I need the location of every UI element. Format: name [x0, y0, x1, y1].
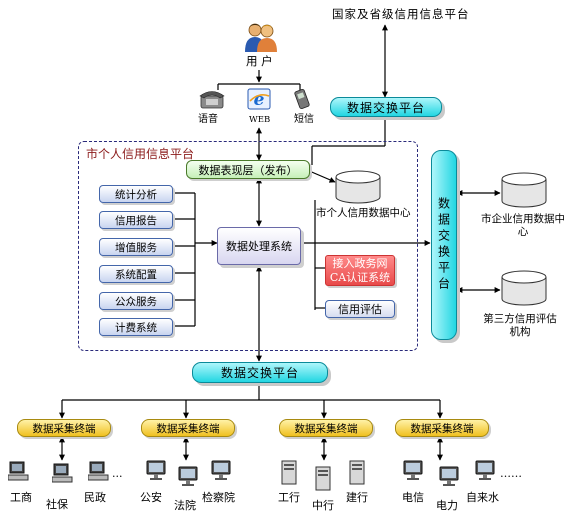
ca-auth-system: 接入政务网CA认证系统: [325, 255, 395, 286]
source-label-gongan: 公安: [140, 491, 162, 504]
presentation-layer: 数据表现层（发布）: [186, 160, 310, 179]
ca-auth-label: 接入政务网CA认证系统: [329, 257, 391, 284]
collection-terminal-3: 数据采集终端: [279, 419, 373, 437]
personal-credit-database-label: 市个人信用数据中心: [316, 207, 411, 219]
service-label: 公众服务: [115, 295, 157, 308]
mobile-icon: [294, 88, 310, 110]
source-label-gonghang: 工行: [278, 491, 300, 504]
computer-icon: [88, 461, 109, 481]
service-statistics: 统计分析: [99, 185, 173, 203]
server-icon: [349, 460, 365, 485]
collection-terminal-1: 数据采集终端: [17, 419, 111, 437]
source-label-jianchayuan: 检察院: [202, 491, 235, 504]
server-icon: [281, 460, 297, 485]
source-label-gongshang: 工商: [10, 491, 32, 504]
national-platform-label: 国家及省级信用信息平台: [332, 7, 470, 21]
users-icon: [245, 23, 277, 52]
processing-label: 数据处理系统: [226, 240, 292, 253]
service-system-config: 系统配置: [99, 265, 173, 283]
more-ellipsis: ...: [112, 467, 123, 480]
users-label: 用 户: [246, 54, 273, 68]
monitor-icon: [403, 460, 423, 480]
source-label-zhonghang: 中行: [312, 499, 334, 512]
third-party-database-icon: [501, 270, 547, 306]
channel-voice-label: 语音: [198, 114, 218, 125]
bottom-exchange-label: 数据交换平台: [220, 366, 299, 380]
service-public: 公众服务: [99, 292, 173, 310]
source-label-jianhang: 建行: [346, 491, 368, 504]
more-ellipsis-right: ……: [500, 467, 522, 480]
collection-terminal-4: 数据采集终端: [395, 419, 489, 437]
source-label-dianli: 电力: [436, 499, 458, 512]
service-billing: 计费系统: [99, 318, 173, 336]
monitor-icon: [178, 466, 198, 486]
third-party-label: 第三方信用评估机构: [483, 313, 557, 338]
personal-credit-database-icon: [335, 170, 381, 204]
top-exchange-label: 数据交换平台: [346, 100, 425, 115]
service-label: 系统配置: [115, 268, 157, 281]
computer-icon: [52, 463, 73, 483]
channel-sms-label: 短信: [294, 114, 314, 125]
service-label: 信用报告: [115, 214, 157, 227]
terminal-label: 数据采集终端: [294, 422, 358, 435]
source-label-fayuan: 法院: [174, 499, 196, 512]
service-label: 统计分析: [115, 188, 157, 201]
source-label-minzheng: 民政: [84, 491, 106, 504]
monitor-icon: [146, 460, 166, 480]
svg-text:e: e: [254, 90, 265, 110]
source-label-zilaishui: 自来水: [466, 491, 499, 504]
enterprise-database-label: 市企业信用数据中心: [481, 213, 565, 238]
bottom-exchange-platform: 数据交换平台: [192, 362, 328, 383]
service-credit-report: 信用报告: [99, 211, 173, 229]
presentation-layer-label: 数据表现层（发布）: [198, 163, 298, 177]
service-label: 增值服务: [115, 241, 157, 254]
monitor-icon: [211, 460, 231, 480]
collection-terminal-2: 数据采集终端: [141, 419, 235, 437]
right-exchange-label: 数据交换平台: [436, 197, 451, 293]
computer-icon: [8, 461, 29, 481]
phone-icon: [199, 91, 225, 109]
service-label: 计费系统: [115, 321, 157, 334]
credit-evaluation-label: 信用评估: [338, 303, 382, 316]
terminal-label: 数据采集终端: [32, 422, 96, 435]
municipal-platform-frame: [78, 141, 418, 351]
service-value-added: 增值服务: [99, 238, 173, 256]
source-label-shebao: 社保: [46, 498, 68, 511]
monitor-icon: [475, 460, 495, 480]
top-exchange-platform: 数据交换平台: [330, 97, 442, 117]
enterprise-database-icon: [501, 172, 547, 208]
web-icon[interactable]: e: [247, 88, 271, 110]
channel-web-label: WEB: [249, 115, 271, 125]
right-exchange-platform: 数据交换平台: [431, 150, 457, 340]
terminal-label: 数据采集终端: [156, 422, 220, 435]
server-icon: [315, 466, 331, 491]
source-label-dianxin: 电信: [402, 491, 424, 504]
terminal-label: 数据采集终端: [410, 422, 474, 435]
monitor-icon: [439, 466, 459, 486]
credit-evaluation: 信用评估: [325, 300, 395, 318]
data-processing-system: 数据处理系统: [217, 227, 301, 265]
municipal-platform-title: 市个人信用信息平台: [84, 145, 197, 162]
